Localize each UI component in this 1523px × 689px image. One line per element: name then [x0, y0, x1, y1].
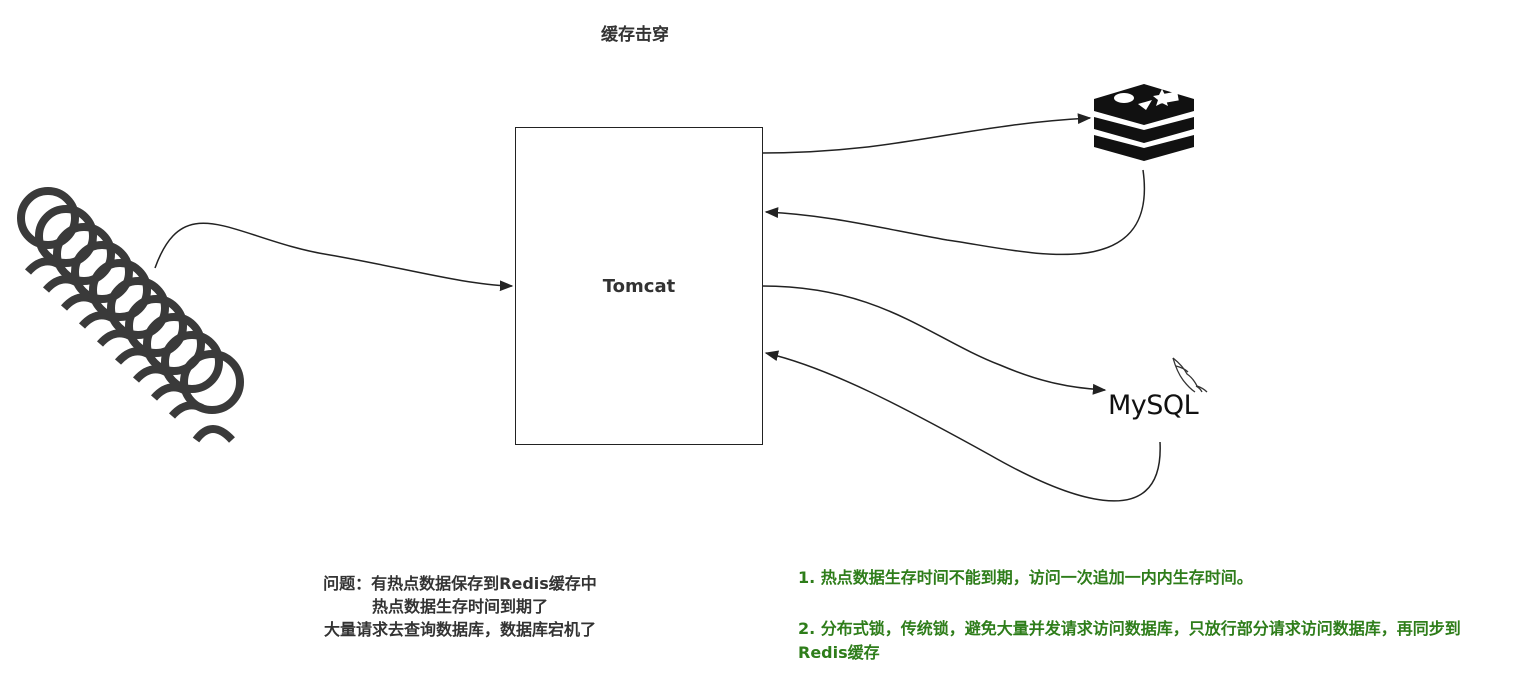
arrow-tomcat-to-mysql — [761, 285, 1107, 395]
tomcat-server-box: Tomcat — [515, 127, 763, 445]
problem-description: 问题：有热点数据保存到Redis缓存中 热点数据生存时间到期了 大量请求去查询数… — [260, 572, 660, 641]
problem-line: 问题：有热点数据保存到Redis缓存中 — [323, 574, 597, 593]
arrow-mysql-to-tomcat — [764, 350, 1161, 502]
solution-2: 2. 分布式锁，传统锁，避免大量并发请求访问数据库，只放行部分请求访问数据库，再… — [798, 619, 1461, 662]
arrow-users-to-tomcat — [154, 222, 514, 292]
mysql-label: MySQL — [1108, 390, 1199, 421]
problem-line: 热点数据生存时间到期了 — [371, 597, 548, 616]
arrow-redis-to-tomcat — [764, 169, 1146, 256]
solution-1: 1. 热点数据生存时间不能到期，访问一次追加一内内生存时间。 — [798, 568, 1253, 587]
arrow-tomcat-to-redis — [761, 113, 1092, 154]
problem-line: 大量请求去查询数据库，数据库宕机了 — [323, 620, 596, 639]
mysql-dolphin-icon — [1172, 357, 1208, 393]
tomcat-label: Tomcat — [602, 276, 676, 297]
diagram-title: 缓存击穿 — [601, 25, 669, 45]
redis-logo-icon — [1094, 84, 1194, 161]
user-crowd-icon — [17, 187, 244, 443]
